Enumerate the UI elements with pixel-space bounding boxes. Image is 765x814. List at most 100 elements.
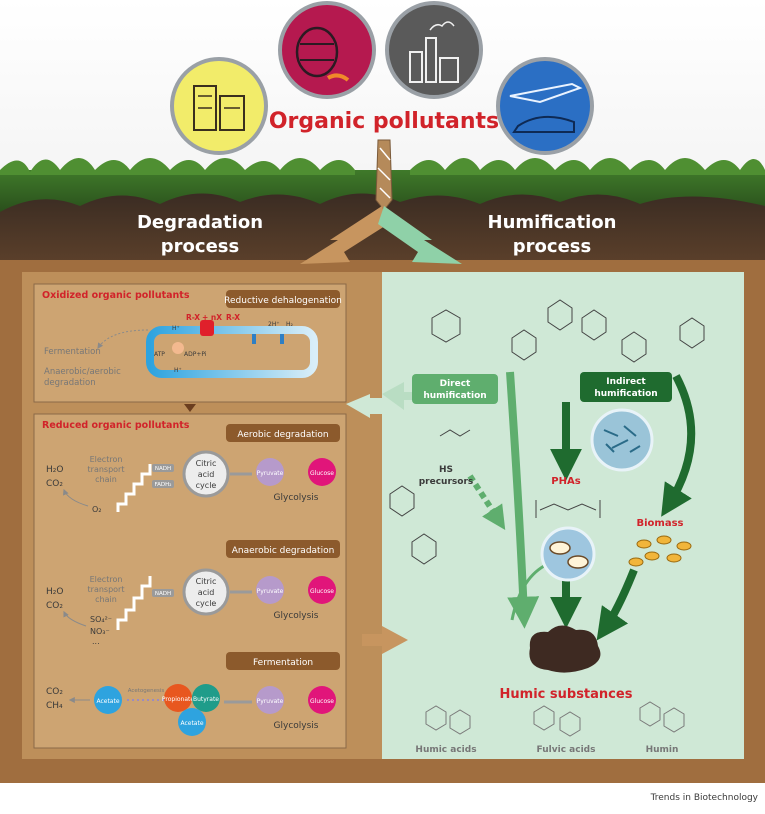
degradation-arrow bbox=[300, 206, 388, 264]
aerobic-etc-2: transport bbox=[88, 465, 125, 474]
anaerobic-pyruvate-label: Pyruvate bbox=[257, 588, 284, 595]
aerobic-cycle-3: cycle bbox=[196, 481, 217, 490]
root-stripes bbox=[377, 147, 391, 199]
anaerobic-etc-2: transport bbox=[88, 585, 125, 594]
reductive-dehalogenation-label: Reductive dehalogenation bbox=[224, 296, 342, 306]
pollutant-molecules bbox=[431, 299, 705, 363]
anaerobic-pyruvate bbox=[256, 576, 284, 604]
anaerobic-product-arrow bbox=[63, 610, 87, 627]
acetate-1-label: Acetate bbox=[96, 698, 119, 705]
reaction-b: + nX bbox=[202, 313, 222, 322]
anaerobic-glucose-label: Glucose bbox=[310, 588, 334, 595]
anaerobic-citric-cycle bbox=[182, 568, 230, 616]
aerobic-cycle-1: Citric bbox=[196, 459, 217, 468]
proton-2h: 2H⁺ bbox=[268, 321, 280, 328]
humification-label-1: Humification bbox=[488, 212, 617, 233]
pha-granule-1 bbox=[549, 541, 571, 555]
humification-arrow bbox=[378, 206, 462, 264]
proton-h2: H⁺ bbox=[174, 367, 182, 374]
electron-carrier-2 bbox=[280, 334, 284, 344]
fermentation-pyruvate-label: Pyruvate bbox=[257, 698, 284, 705]
return-arrow bbox=[346, 394, 382, 418]
butyrate-label: Butyrate bbox=[193, 696, 219, 703]
fermentation-pyruvate bbox=[256, 686, 284, 714]
biomass-label: Biomass bbox=[637, 518, 684, 529]
connector-arrow bbox=[184, 404, 196, 412]
aerobic-section: Aerobic degradation H₂O CO₂ Electron tra… bbox=[46, 424, 340, 514]
membrane bbox=[146, 326, 318, 378]
direct-label-2: humification bbox=[423, 391, 486, 401]
propionate-label: Propionate bbox=[162, 696, 194, 703]
humic-structures bbox=[425, 701, 685, 737]
humic-clump bbox=[529, 625, 601, 673]
fermentation-glucose-label: Glucose bbox=[310, 698, 334, 705]
humic-acids-label: Humic acids bbox=[415, 745, 476, 755]
aerobic-co2: CO₂ bbox=[46, 479, 63, 489]
aerobic-product-arrow bbox=[63, 488, 89, 507]
humin-label: Humin bbox=[646, 745, 679, 755]
aerobic-nadh-box bbox=[152, 464, 174, 472]
soil-entry-arrow bbox=[362, 626, 408, 654]
anaerobic-h2o: H₂O bbox=[46, 587, 63, 597]
acetate-1 bbox=[94, 686, 122, 714]
indirect-to-biomass-arrow bbox=[661, 374, 696, 517]
acetate-2-label: Acetate bbox=[180, 720, 203, 727]
aerobic-cycle-2: acid bbox=[198, 470, 215, 479]
oxidized-heading: Oxidized organic pollutants bbox=[42, 290, 190, 301]
fermentation-ch4: CH₄ bbox=[46, 701, 63, 711]
aerobic-glucose-label: Glucose bbox=[310, 470, 334, 477]
humification-label-2: process bbox=[513, 236, 591, 257]
hs-precursor-arrow bbox=[467, 474, 506, 531]
pha-structure bbox=[535, 500, 601, 518]
aerobic-title: Aerobic degradation bbox=[237, 430, 328, 440]
reduced-heading: Reduced organic pollutants bbox=[42, 420, 190, 431]
fermentation-glucose bbox=[308, 686, 336, 714]
reaction-a: R-X bbox=[186, 313, 200, 322]
hs-label-1: HS bbox=[439, 465, 453, 475]
anaerobic-etc-1: Electron bbox=[90, 575, 123, 584]
atp-synthase bbox=[172, 342, 184, 354]
propionate bbox=[164, 684, 192, 712]
anaerobic-staircase bbox=[116, 576, 152, 630]
microbe-cells bbox=[603, 425, 641, 453]
anaerobic-aerobic-label-1: Anaerobic/aerobic bbox=[44, 367, 121, 377]
oil-barrel-icon bbox=[278, 1, 376, 99]
anaerobic-cycle-1: Citric bbox=[196, 577, 217, 586]
electron-carrier-1 bbox=[252, 334, 256, 344]
proton-h2mol: H₂ bbox=[286, 321, 294, 328]
aerobic-citric-cycle bbox=[182, 450, 230, 498]
biomass-to-humic-arrow bbox=[596, 568, 638, 641]
fermentation-arrow bbox=[97, 329, 149, 349]
fermentation-label: Fermentation bbox=[44, 347, 101, 357]
aerobic-pyruvate-label: Pyruvate bbox=[257, 470, 284, 477]
grass-blades-left bbox=[0, 158, 355, 175]
pha-granules bbox=[540, 526, 596, 582]
atp-label: ATP bbox=[154, 351, 165, 358]
anaerobic-section: Anaerobic degradation H₂O CO₂ Electron t… bbox=[46, 540, 340, 646]
aerobic-h2o: H₂O bbox=[46, 465, 63, 475]
anaerobic-glycolysis: Glycolysis bbox=[274, 611, 319, 621]
anaerobic-cycle-2: acid bbox=[198, 588, 215, 597]
anaerobic-nadh-box bbox=[152, 589, 174, 597]
acetogenesis-label: Acetogenesis bbox=[128, 688, 165, 694]
hs-label-2: precursors bbox=[419, 477, 474, 487]
fermentation-co2: CO₂ bbox=[46, 687, 63, 697]
phas-label: PHAs bbox=[551, 476, 580, 487]
proton-h1: H⁺ bbox=[172, 325, 180, 332]
phas-side-arrow bbox=[510, 564, 545, 621]
title: Organic pollutants bbox=[269, 109, 499, 134]
anaerobic-glucose bbox=[308, 576, 336, 604]
direct-humification-box bbox=[412, 374, 498, 404]
fermentation-title: Fermentation bbox=[253, 658, 313, 668]
adp-label: ADP+Pi bbox=[184, 351, 207, 358]
anaerobic-nadh: NADH bbox=[155, 591, 171, 597]
microbe-culture bbox=[590, 408, 654, 472]
fermentation-glycolysis: Glycolysis bbox=[274, 721, 319, 731]
footer-band bbox=[0, 783, 765, 809]
indirect-humification-box bbox=[580, 372, 672, 402]
humification-panel bbox=[382, 272, 744, 759]
anaerobic-etc-3: chain bbox=[95, 595, 117, 604]
airplane-car-icon bbox=[496, 57, 594, 155]
anaerobic-no3: NO₃⁻ bbox=[90, 627, 110, 636]
